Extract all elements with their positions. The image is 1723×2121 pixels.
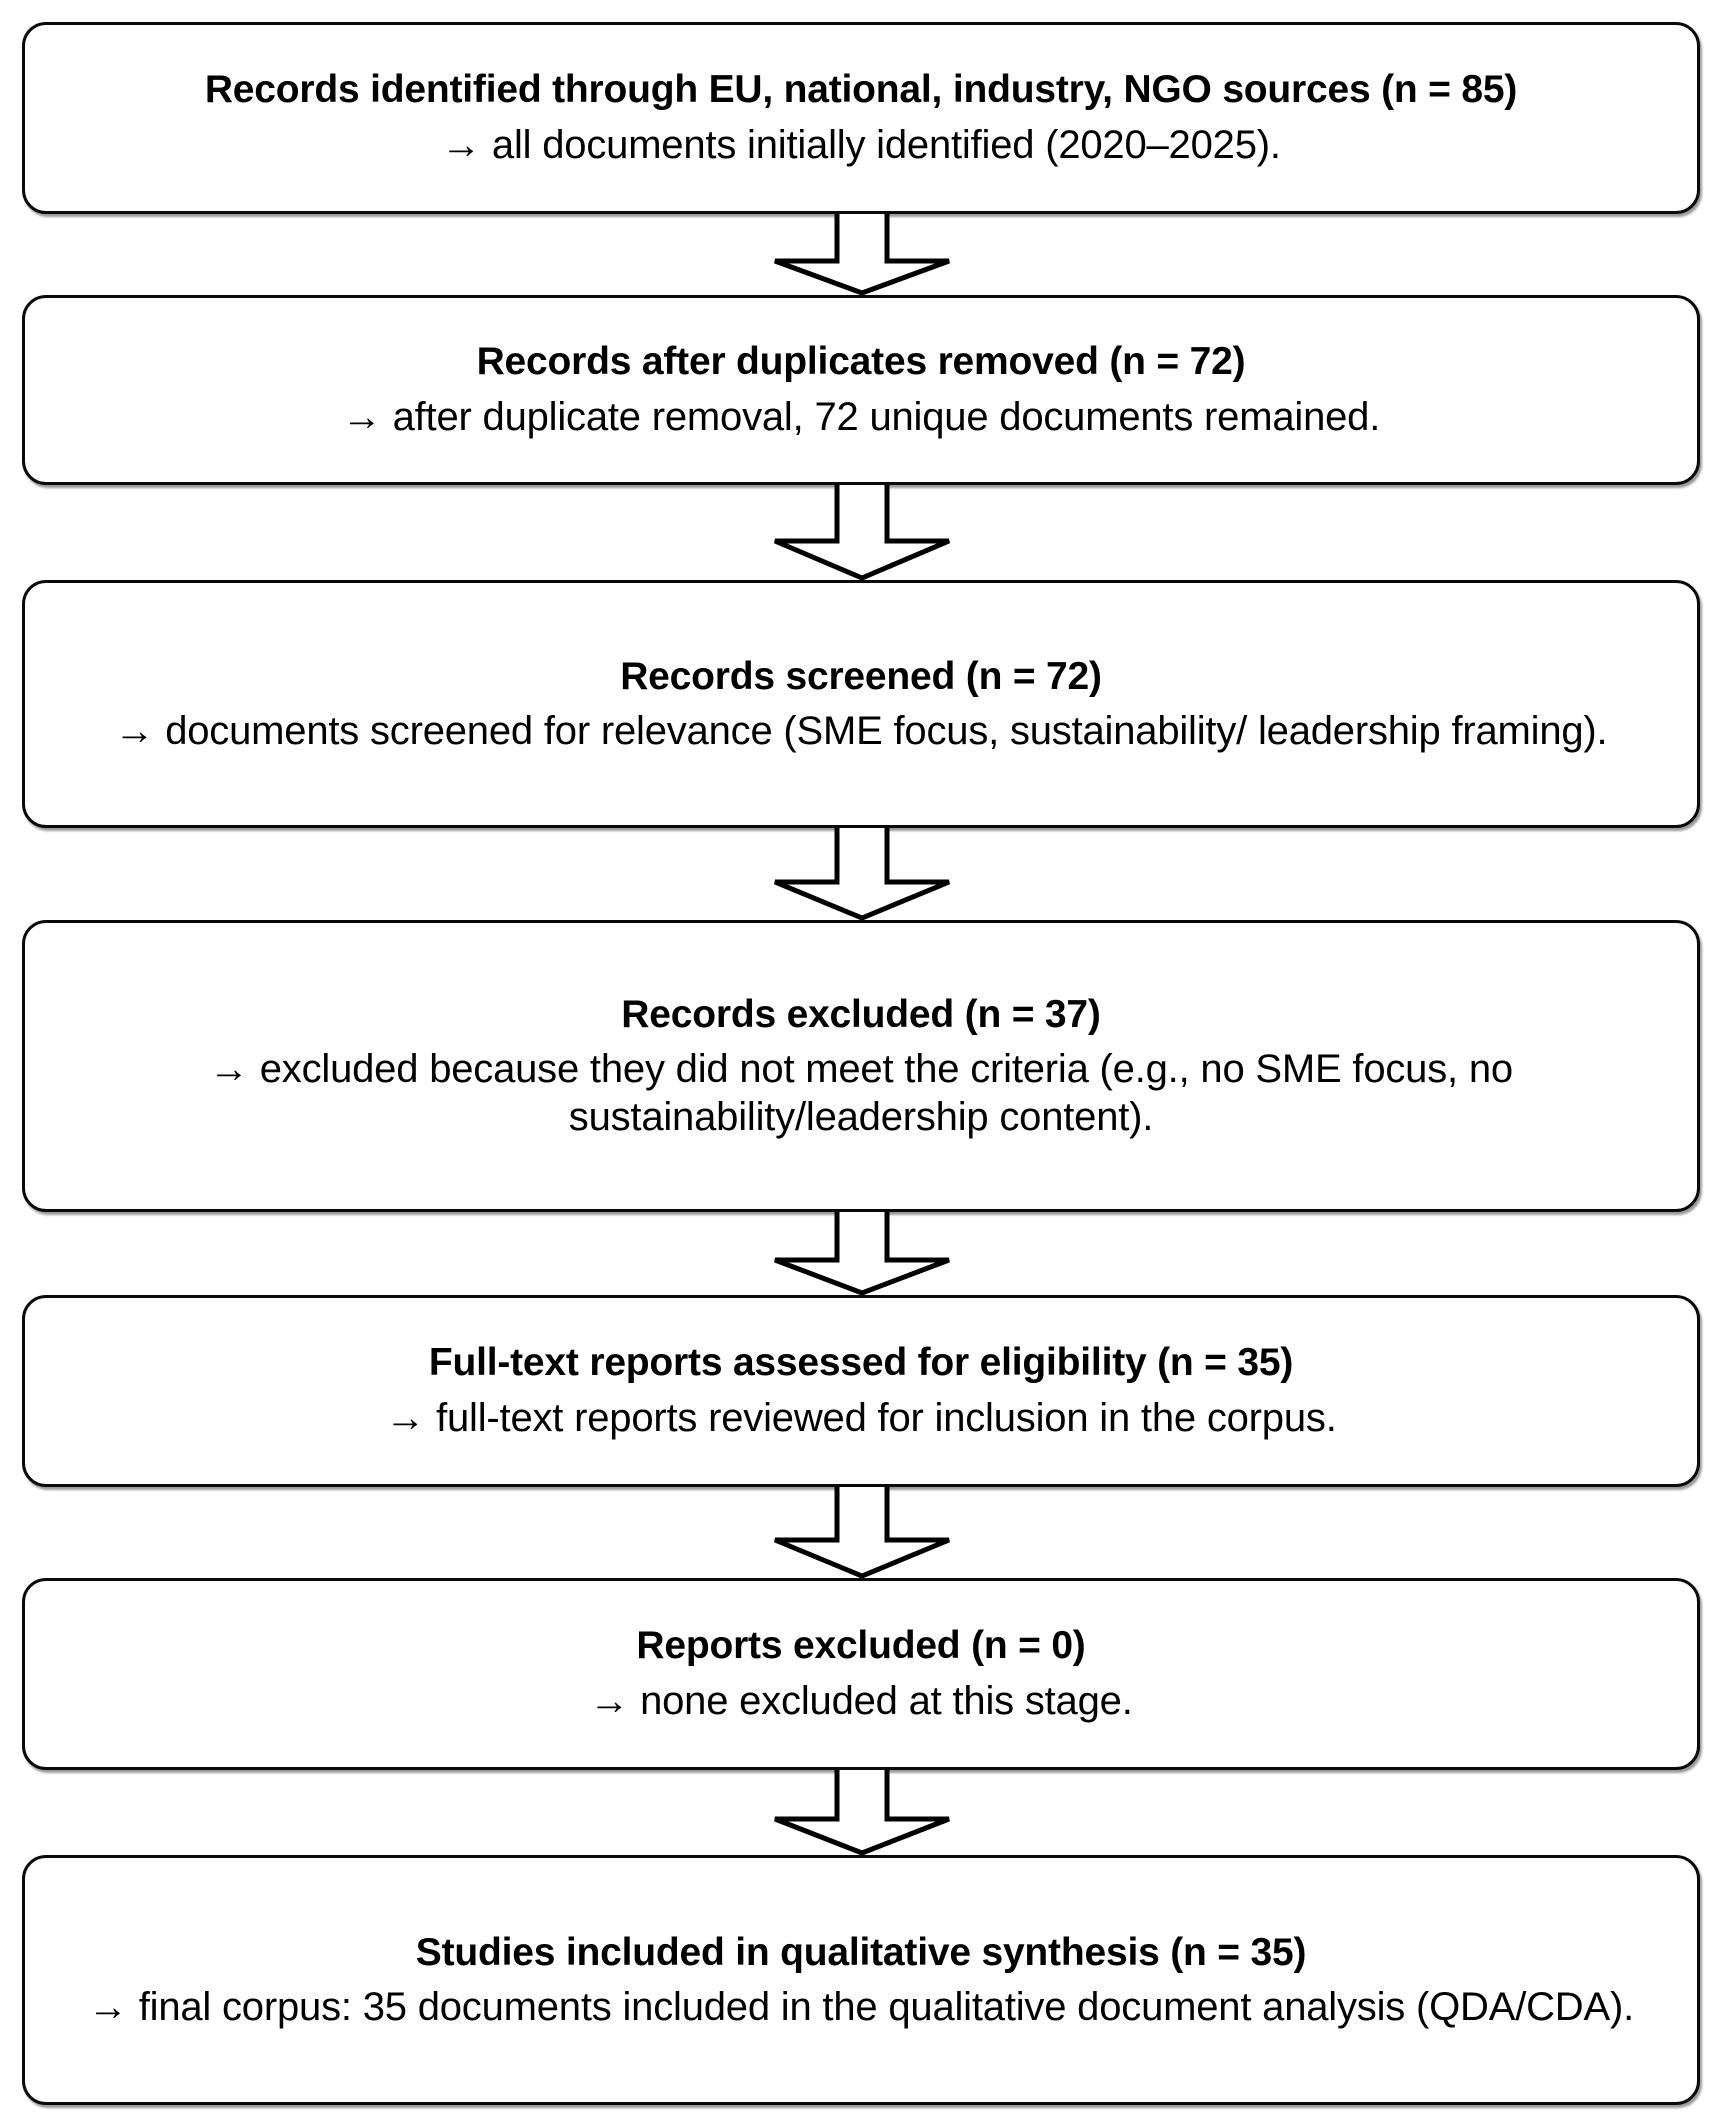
flow-node-records-screened[interactable]: Records screened (n = 72) → documents sc…	[22, 580, 1700, 828]
flow-node-detail: → full-text reports reviewed for inclusi…	[385, 1396, 1337, 1441]
down-block-arrow-icon	[757, 214, 967, 295]
flow-node-detail: → all documents initially identified (20…	[441, 123, 1281, 168]
flow-node-title: Records identified through EU, national,…	[204, 67, 1518, 111]
flow-node-fulltext-assessed[interactable]: Full-text reports assessed for eligibili…	[22, 1295, 1700, 1487]
down-block-arrow-icon	[757, 1770, 967, 1855]
down-block-arrow-icon	[757, 1212, 967, 1295]
flow-node-title: Studies included in qualitative synthesi…	[415, 1931, 1307, 1975]
flow-node-detail: → none excluded at this stage.	[589, 1679, 1133, 1724]
flow-node-detail: → final corpus: 35 documents included in…	[88, 1984, 1634, 2029]
flow-node-studies-included[interactable]: Studies included in qualitative synthesi…	[22, 1855, 1700, 2105]
flow-node-detail: → excluded because they did not meet the…	[209, 1046, 1513, 1140]
flow-node-title: Reports excluded (n = 0)	[636, 1623, 1086, 1667]
down-block-arrow-icon	[757, 828, 967, 920]
flow-node-title: Records excluded (n = 37)	[621, 992, 1101, 1036]
down-block-arrow-icon	[757, 485, 967, 580]
flow-node-duplicates-removed[interactable]: Records after duplicates removed (n = 72…	[22, 295, 1700, 485]
down-block-arrow-icon	[757, 1487, 967, 1578]
flow-node-reports-excluded[interactable]: Reports excluded (n = 0) → none excluded…	[22, 1578, 1700, 1770]
flow-node-detail: → after duplicate removal, 72 unique doc…	[341, 395, 1381, 440]
flow-node-title: Records after duplicates removed (n = 72…	[476, 339, 1246, 383]
flow-node-title: Full-text reports assessed for eligibili…	[428, 1340, 1294, 1384]
flow-node-records-excluded[interactable]: Records excluded (n = 37) → excluded bec…	[22, 920, 1700, 1212]
flow-node-identification[interactable]: Records identified through EU, national,…	[22, 22, 1700, 214]
flow-node-title: Records screened (n = 72)	[620, 655, 1102, 699]
flow-node-detail: → documents screened for relevance (SME …	[114, 708, 1608, 753]
